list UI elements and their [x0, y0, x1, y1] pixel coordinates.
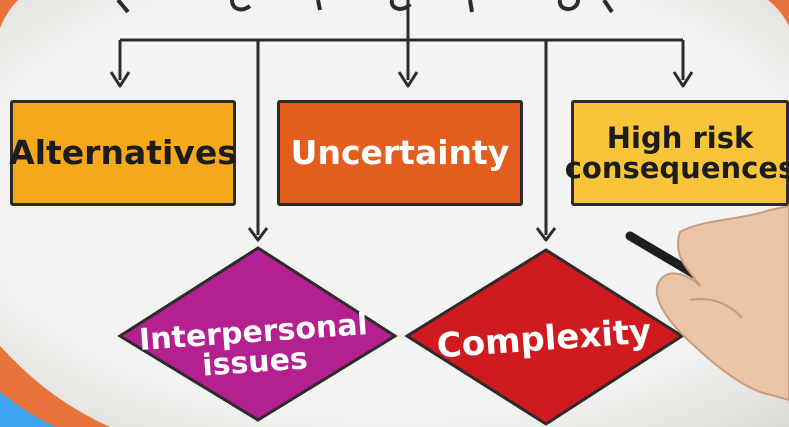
arrowhead-complexity	[535, 227, 557, 242]
interpersonal-diamond	[117, 246, 398, 422]
complexity-diamond	[404, 248, 685, 426]
alternatives-box: Alternatives	[9, 100, 237, 206]
arrowhead-center	[397, 71, 419, 88]
high-risk-line-2: consequences	[564, 151, 789, 185]
frame-top-left	[0, 0, 18, 28]
arrowheads	[109, 71, 694, 242]
cut-off-title-strokes	[116, 0, 614, 14]
high-risk-consequences-box: High risk consequences	[565, 100, 789, 206]
uncertainty-label: Uncertainty	[290, 132, 510, 172]
alternatives-label: Alternatives	[9, 132, 237, 172]
arrowhead-interpersonal	[247, 227, 269, 242]
connector-lines	[118, 0, 685, 235]
alternatives-box-fill	[10, 100, 236, 206]
frame-corner-blue	[0, 392, 56, 427]
high-risk-label: High risk consequences	[564, 120, 789, 185]
arrowhead-left	[109, 71, 131, 88]
frame-corner-orange	[0, 346, 110, 427]
uncertainty-box: Uncertainty	[277, 100, 523, 206]
hand-with-pen-image	[625, 204, 789, 402]
frame-top-right	[768, 0, 789, 26]
uncertainty-box-fill	[277, 100, 523, 206]
arrowhead-right	[672, 71, 694, 88]
interpersonal-line-2: issues	[201, 341, 309, 384]
high-risk-line-1: High risk	[606, 120, 754, 155]
high-risk-box-fill	[571, 100, 789, 206]
